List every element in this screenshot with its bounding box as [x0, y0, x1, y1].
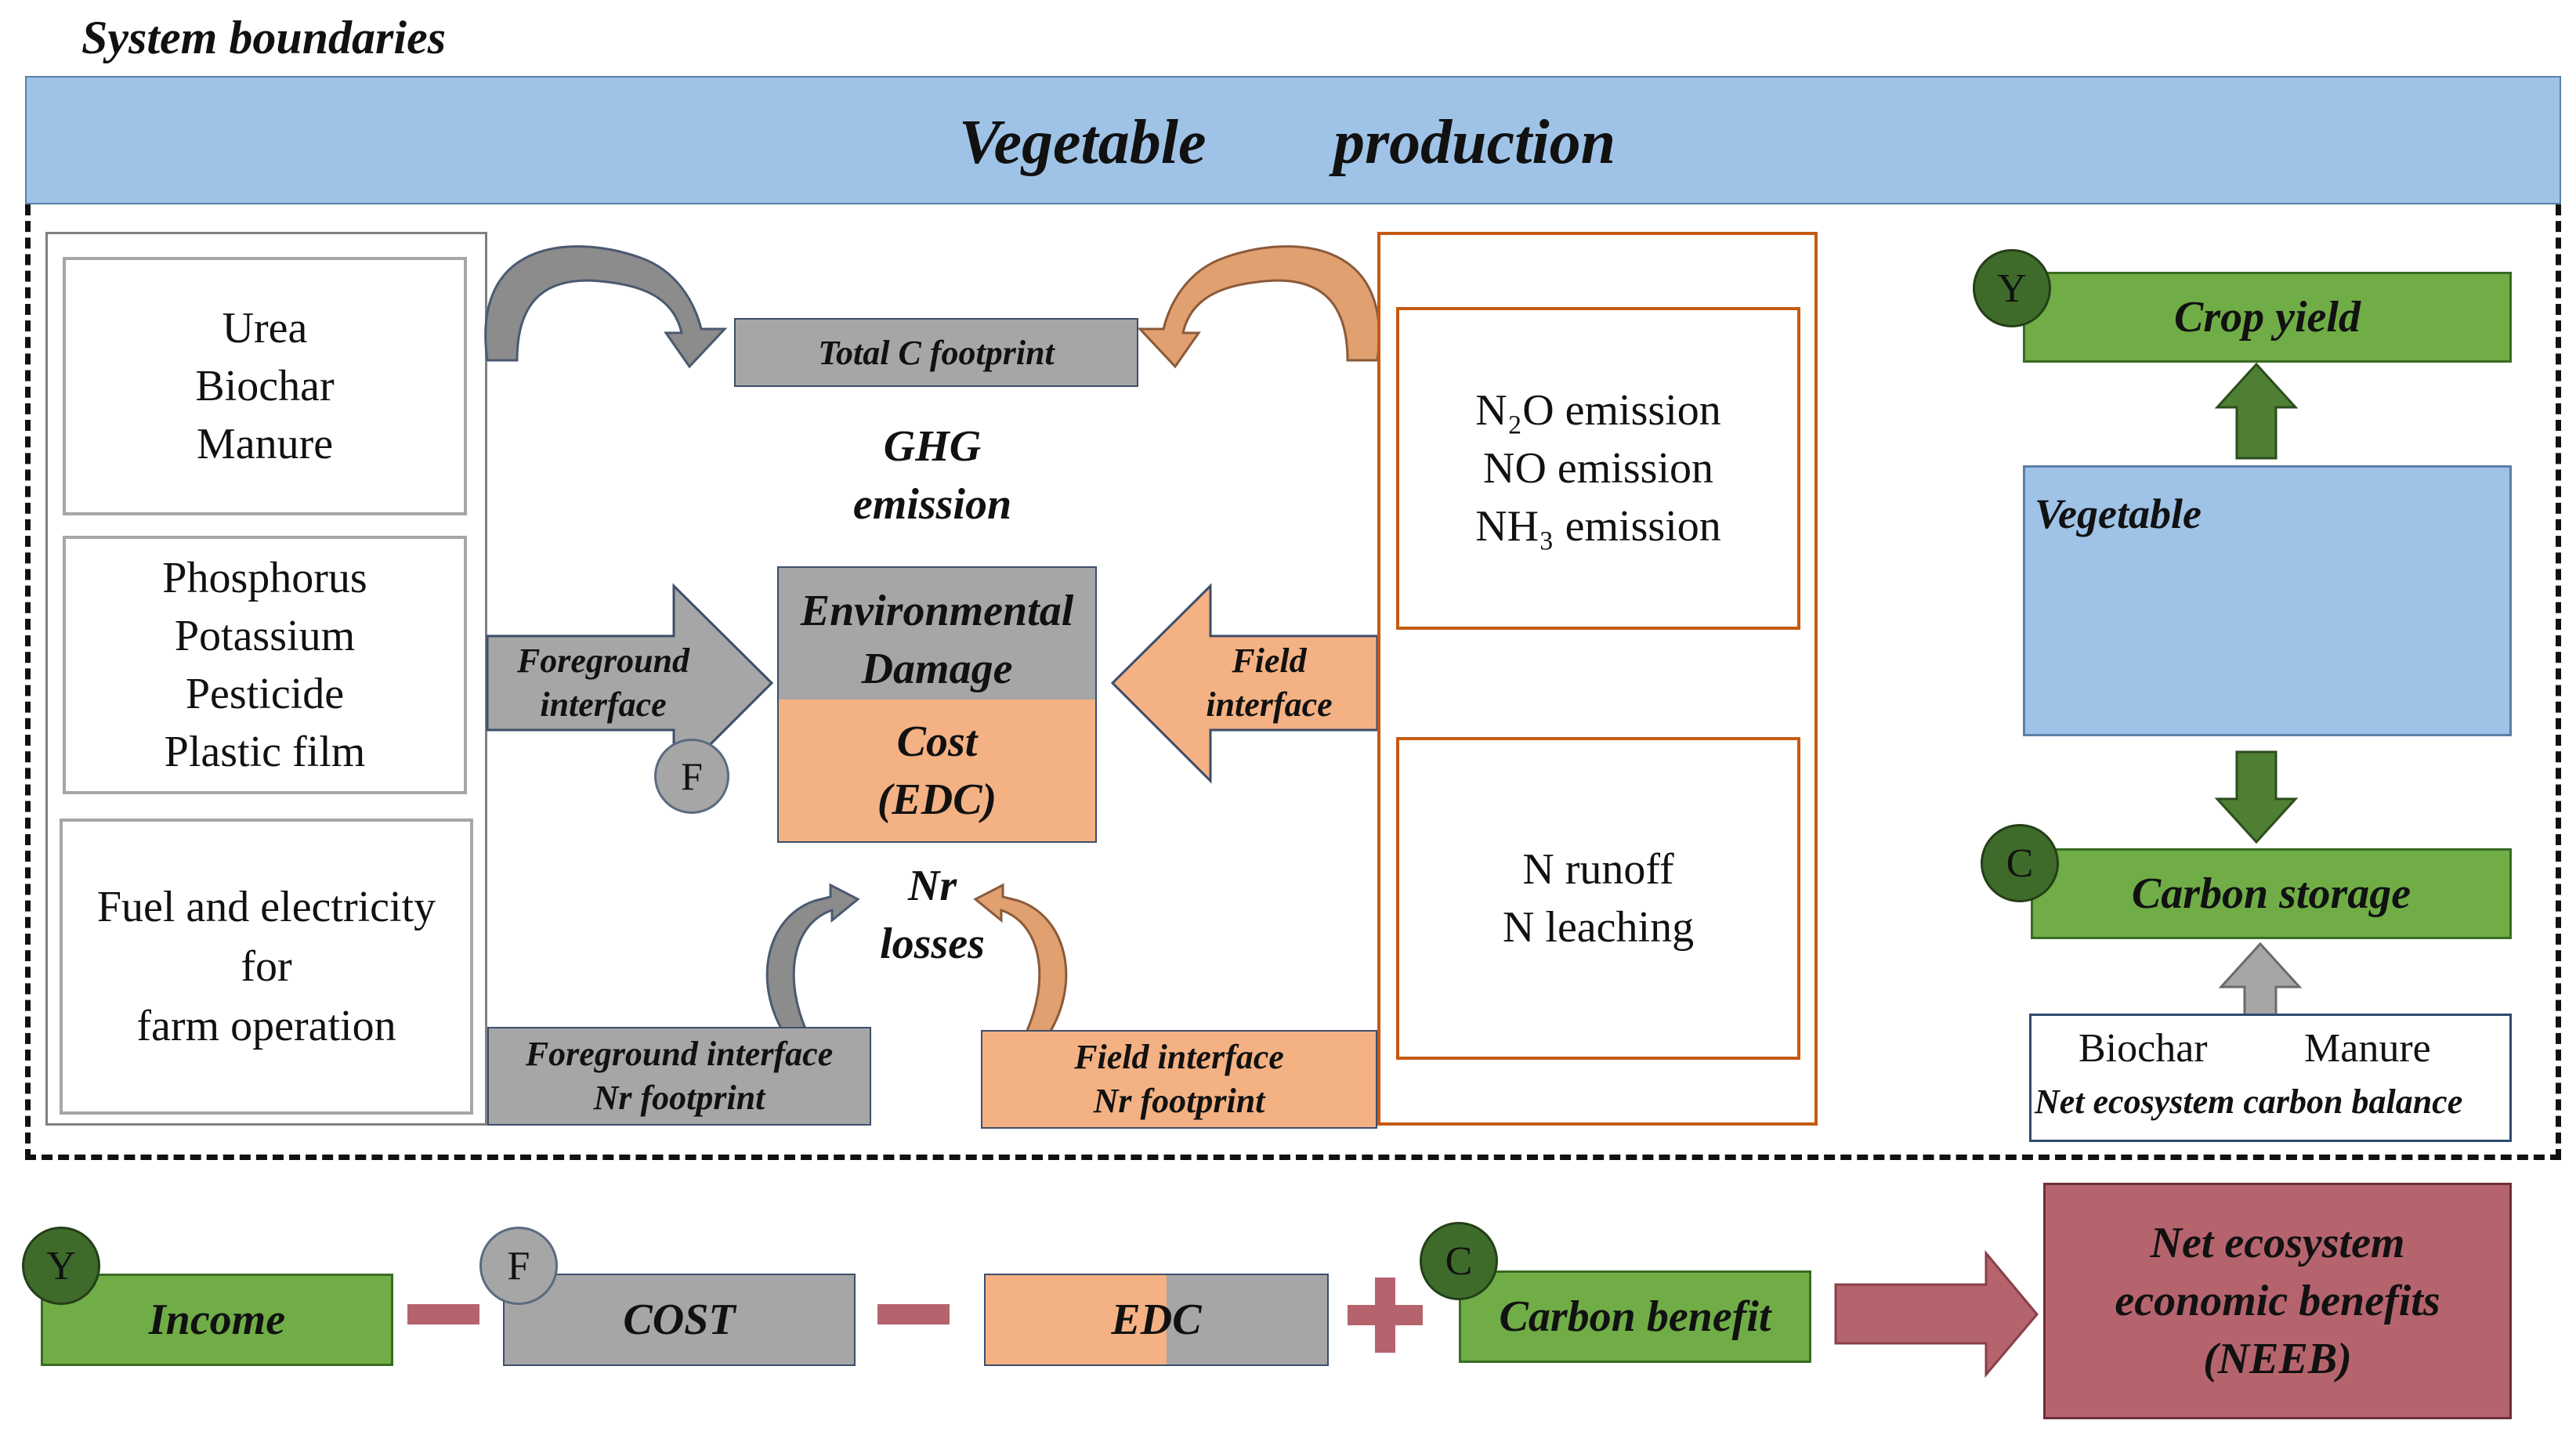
n2o-emission: N₂O emission	[1475, 386, 1721, 435]
environmental-word: Environmental	[800, 587, 1074, 635]
input-manure: Manure	[196, 420, 334, 468]
input-plastic-film: Plastic film	[164, 728, 366, 776]
edc-box: EDC	[984, 1274, 1329, 1366]
result-arrow	[1834, 1249, 2039, 1379]
banner-word-1: Vegetable	[959, 108, 1207, 177]
foreground-arrow-label: Foreground interface	[494, 634, 713, 732]
edc-top: Environmental Damage	[777, 566, 1097, 699]
ghg-emission-label: GHG emission	[815, 417, 1050, 534]
nr-footprint-line: Nr footprint	[593, 1079, 765, 1117]
foreground-word: Foreground	[516, 641, 690, 680]
n-leaching: N leaching	[1502, 903, 1695, 952]
n-loss-box: N runoff N leaching	[1396, 737, 1800, 1060]
emissions-frame	[1377, 232, 1818, 1126]
neeb-box: Net ecosystem economic benefits (NEEB)	[2043, 1183, 2512, 1419]
vegetable-label: Vegetable	[2035, 490, 2202, 537]
gas-emissions-box: N₂O emission NO emission NH₃ emission	[1396, 307, 1800, 630]
vegetable-production-banner: Vegetable production	[25, 76, 2561, 204]
y-badge-bottom: Y	[22, 1227, 100, 1305]
carbon-benefit-box: Carbon benefit	[1459, 1270, 1811, 1363]
neeb-line-2: economic benefits	[2115, 1277, 2440, 1325]
nr-footprint-line-2: Nr footprint	[1093, 1082, 1265, 1120]
crop-yield-box: Crop yield	[2023, 272, 2512, 363]
curved-arrow-icon	[765, 883, 860, 1034]
edc-word: (EDC)	[877, 775, 997, 824]
minus-icon	[877, 1304, 950, 1325]
neeb-line-1: Net ecosystem	[2150, 1219, 2405, 1267]
carbon-storage-box: Carbon storage	[2031, 848, 2512, 939]
system-boundary-frame	[25, 204, 2561, 1160]
field-arrow	[1110, 583, 1379, 784]
total-c-footprint: Total C footprint	[734, 318, 1138, 387]
curved-arrow-icon	[484, 245, 728, 369]
input-potassium: Potassium	[174, 612, 356, 660]
necb-label: Net ecosystem carbon balance	[2035, 1082, 2463, 1121]
foreground-nr-footprint: Foreground interface Nr footprint	[487, 1027, 871, 1126]
field-word: Field	[1232, 641, 1307, 680]
manure-label: Manure	[2304, 1026, 2431, 1071]
no-emission: NO emission	[1483, 444, 1713, 493]
curved-arrow-icon	[973, 883, 1068, 1034]
emission-word: emission	[852, 480, 1012, 529]
field-nr-footprint: Field interface Nr footprint	[981, 1030, 1377, 1129]
input-group-energy: Fuel and electricity for farm operation	[60, 819, 473, 1115]
f-badge: F	[654, 739, 729, 814]
damage-word: Damage	[861, 645, 1013, 693]
biochar-label: Biochar	[2079, 1026, 2208, 1071]
f-badge-bottom: F	[479, 1227, 558, 1305]
minus-icon	[407, 1304, 479, 1325]
income-box: Income	[41, 1274, 393, 1366]
foreground-interface-line: Foreground interface	[525, 1035, 834, 1073]
cost-word: Cost	[896, 717, 978, 766]
necb-box: Biochar Manure Net ecosystem carbon bala…	[2029, 1014, 2512, 1142]
edc-bottom: Cost (EDC)	[777, 699, 1097, 843]
losses-word: losses	[880, 920, 985, 968]
field-interface-line: Field interface	[1074, 1038, 1284, 1076]
n-runoff: N runoff	[1522, 845, 1674, 894]
interface-word: interface	[540, 685, 667, 724]
foreground-arrow	[486, 583, 774, 784]
input-group-fertilizers: Urea Biochar Manure	[63, 257, 467, 515]
plus-icon	[1348, 1278, 1423, 1353]
ghg-word: GHG	[883, 422, 982, 471]
input-group-chemicals: Phosphorus Potassium Pesticide Plastic f…	[63, 536, 467, 794]
input-urea: Urea	[222, 304, 308, 352]
curved-arrow-icon	[1137, 245, 1380, 369]
cost-box: COST	[503, 1274, 856, 1366]
nh3-emission: NH₃ emission	[1475, 502, 1721, 551]
interface-word-2: interface	[1206, 685, 1333, 724]
vegetable-scene: Vegetable	[2023, 465, 2512, 736]
nr-losses-label: Nr losses	[838, 856, 1026, 974]
banner-word-2: production	[1333, 108, 1616, 177]
input-biochar: Biochar	[195, 362, 335, 410]
input-farm-operation: farm operation	[136, 1002, 396, 1050]
system-boundaries-label: System boundaries	[81, 12, 447, 63]
up-arrow-green	[2214, 362, 2299, 460]
input-for: for	[241, 942, 292, 991]
down-arrow-green	[2214, 750, 2299, 844]
c-badge-bottom: C	[1420, 1222, 1498, 1300]
y-badge-top: Y	[1973, 249, 2051, 327]
input-phosphorus: Phosphorus	[162, 554, 367, 602]
input-fuel-electricity: Fuel and electricity	[96, 883, 436, 931]
nr-word: Nr	[907, 862, 957, 910]
neeb-line-3: (NEEB)	[2203, 1335, 2352, 1383]
field-arrow-label: Field interface	[1175, 634, 1363, 732]
input-pesticide: Pesticide	[185, 670, 345, 718]
c-badge-top: C	[1981, 824, 2059, 902]
